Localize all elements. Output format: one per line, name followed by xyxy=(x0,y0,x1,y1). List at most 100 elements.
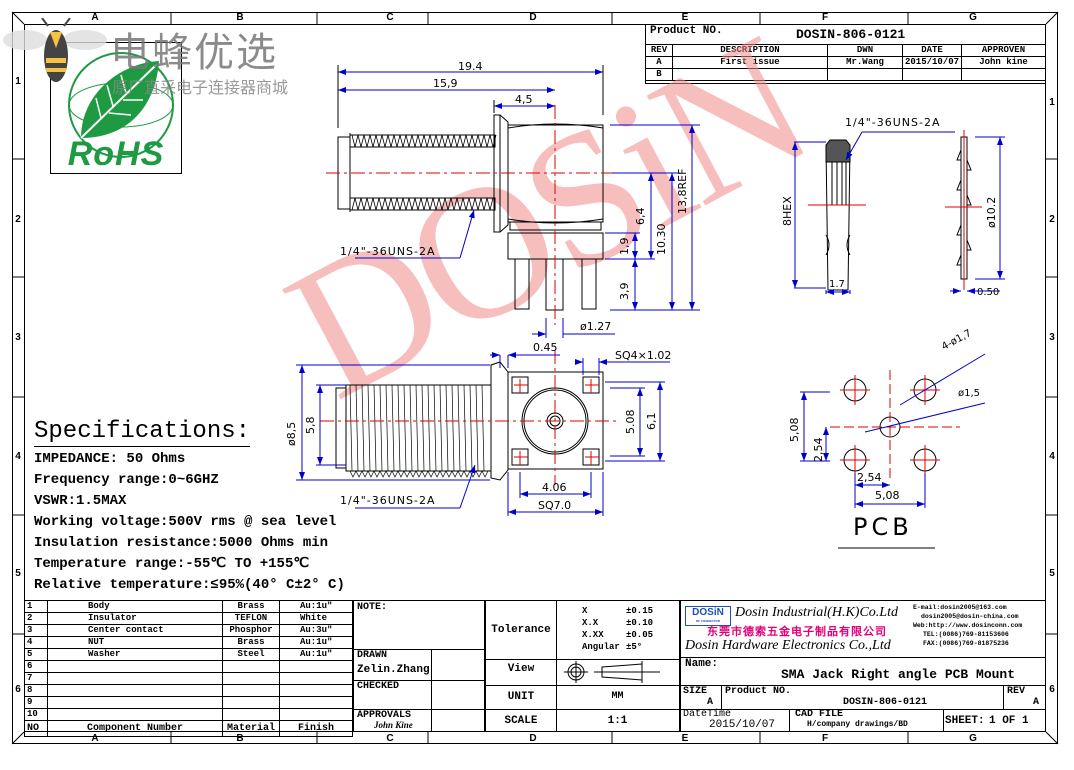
dim-to-center: 15,9 xyxy=(433,77,458,90)
bom-finish: Au:3u" xyxy=(279,624,353,637)
dim-pitch-v: 5.08 xyxy=(624,409,637,435)
pcb-h-half: 2,54 xyxy=(857,471,882,484)
product-name: SMA Jack Right angle PCB Mount xyxy=(781,667,1016,682)
nut-dims xyxy=(792,131,955,295)
bom-no: 6 xyxy=(24,660,48,673)
note-label: NOTE: xyxy=(357,602,388,613)
dim-flange: 4,5 xyxy=(515,93,533,106)
divider xyxy=(486,709,679,710)
company-logo: DOSiN RF CONNECTOR xyxy=(685,606,731,626)
tol-key: X xyxy=(582,606,588,616)
size-label: SIZE xyxy=(683,686,708,697)
row-label-3: 3 xyxy=(15,332,21,343)
contact-web: Web:http://www.dosinconn.com xyxy=(913,622,1023,629)
bom-component xyxy=(47,672,223,685)
title-product-no-label: Product NO. xyxy=(725,686,792,697)
bom-row: 7 xyxy=(24,672,353,685)
row-label-4: 4 xyxy=(15,451,21,462)
bom-finish: White xyxy=(279,612,353,625)
contact-tel: TEL:(0086)769-81153606 xyxy=(923,631,1009,638)
tolerance-row: X.X±0.10 xyxy=(582,617,653,629)
tol-key: Angular xyxy=(582,642,620,652)
divider xyxy=(1003,685,1004,709)
sheet-label: SHEET: xyxy=(945,715,985,727)
rev-b-date xyxy=(901,68,963,81)
approvals-signature: John Kine xyxy=(374,720,413,730)
bom-material xyxy=(222,672,280,685)
pcb-dims xyxy=(800,353,986,549)
divider xyxy=(943,709,944,731)
signoff-block: NOTE: DRAWN Zelin.Zhang CHECKED APPROVAL… xyxy=(353,600,485,732)
approvals-label: APPROVALS xyxy=(357,710,412,721)
dim-thread-dia: 5,8 xyxy=(304,416,317,435)
row-label-5: 5 xyxy=(15,568,21,579)
company-contact: E-mail:dosin2005@163.com dosin2005@dosin… xyxy=(913,603,1022,648)
revision-row: B xyxy=(645,68,1046,81)
bom-finish xyxy=(279,660,353,673)
spec-relative-temp: Relative temperature:≤95%(40° C±2° C) xyxy=(34,577,345,593)
contact-email2: dosin2005@dosin-china.com xyxy=(921,613,1019,620)
bom-header-finish: Finish xyxy=(279,720,353,737)
divider xyxy=(789,709,790,731)
company-logo-sub: RF CONNECTOR xyxy=(695,619,721,623)
nut-hex: 8HEX xyxy=(781,196,794,226)
rev-b-approven xyxy=(961,68,1046,81)
bom-component xyxy=(47,660,223,673)
col-label-a-bottom: A xyxy=(91,733,99,744)
company-name-en2: Dosin Hardware Electronics Co.,Ltd xyxy=(685,638,891,653)
col-label-c-bottom: C xyxy=(386,733,394,744)
bom-finish xyxy=(279,696,353,709)
rohs-leaf-icon xyxy=(68,52,174,158)
bom-material: Steel xyxy=(222,648,280,661)
tol-val: ±0.05 xyxy=(626,630,654,640)
dim-height-4: 3,9 xyxy=(618,282,631,301)
col-label-e-bottom: E xyxy=(681,733,689,744)
bom-finish: Au:1u" xyxy=(279,600,353,613)
bom-row: 6 xyxy=(24,660,353,673)
bom-header-material: Material xyxy=(222,720,280,737)
sheet-value: 1 OF 1 xyxy=(989,715,1029,727)
col-label-f: F xyxy=(821,12,829,23)
bom-no: 1 xyxy=(24,600,48,613)
bom-component: NUT xyxy=(47,636,223,649)
rev-product-no-label: Product NO. xyxy=(650,25,723,37)
dim-body-v: 6,1 xyxy=(645,412,658,431)
rohs-logo: RoHS xyxy=(50,42,182,174)
revision-row: A First issue Mr.Wang 2015/10/07 John ki… xyxy=(645,56,1046,69)
col-label-e: E xyxy=(681,12,689,23)
washer-dia: ø10.2 xyxy=(985,196,998,228)
spec-impedance: IMPEDANCE: 50 Ohms xyxy=(34,451,186,467)
side-view xyxy=(337,114,604,311)
bom-component xyxy=(47,708,223,721)
top-thread-note: 1/4"-36UNS-2A xyxy=(340,494,436,507)
nut-thread-note: 1/4"-36UNS-2A xyxy=(845,116,941,129)
bom-material xyxy=(222,684,280,697)
drawn-label: DRAWN xyxy=(357,650,388,661)
dim-height-2: 10.30 xyxy=(655,223,668,256)
dim-pitch-h: 4.06 xyxy=(542,481,567,494)
rev-product-no: DOSIN-806-0121 xyxy=(796,27,906,42)
bom-component: Washer xyxy=(47,648,223,661)
tolerance-list: X±0.15 X.X±0.10 X.XX±0.05 Angular±5° xyxy=(582,605,653,653)
divider xyxy=(721,685,722,709)
divider xyxy=(354,680,484,681)
tolerance-row: Angular±5° xyxy=(582,641,653,653)
col-label-c: C xyxy=(386,12,394,23)
revision-table: REV DESCRIPTION DWN DATE APPROVEN A Firs… xyxy=(645,44,1046,81)
top-view-centerlines xyxy=(320,350,620,485)
datetime-value: 2015/10/07 xyxy=(709,719,776,731)
bom-material: Phosphor xyxy=(222,624,280,637)
bom-material: Brass xyxy=(222,600,280,613)
company-block: DOSiN RF CONNECTOR Dosin Industrial(H.K)… xyxy=(680,600,1046,732)
row-label-3-right: 3 xyxy=(1049,332,1055,343)
washer-dims xyxy=(950,136,1005,294)
dim-od: ø8,5 xyxy=(285,421,298,446)
side-view-centerlines xyxy=(326,105,612,325)
row-label-6: 6 xyxy=(15,684,21,695)
company-name-cn: 东莞市德索五金电子制品有限公司 xyxy=(707,625,887,638)
